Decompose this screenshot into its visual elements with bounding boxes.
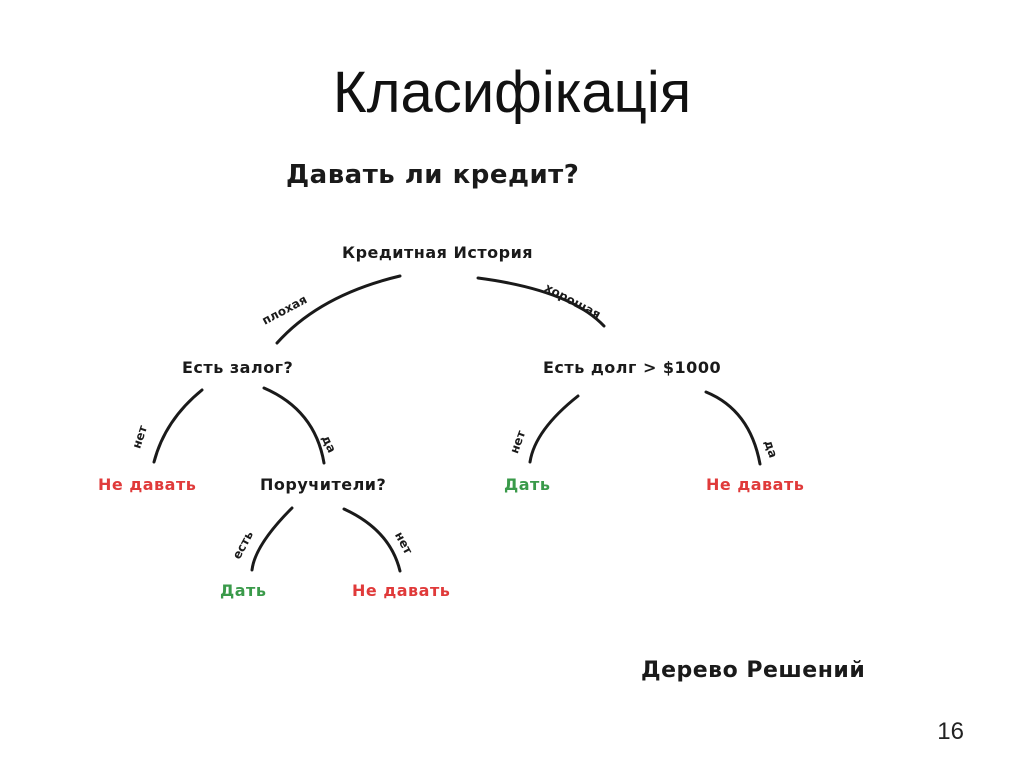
leaf-deny-no-guarantors: Не давать bbox=[352, 581, 451, 600]
node-guarantors: Поручители? bbox=[260, 475, 387, 494]
node-collateral: Есть залог? bbox=[182, 358, 294, 377]
node-debt: Есть долг > $1000 bbox=[543, 358, 722, 377]
edge-guarantors-no bbox=[342, 507, 402, 573]
edge-root-bad bbox=[275, 274, 402, 345]
edge-collateral-yes bbox=[262, 386, 326, 465]
edge-debt-no bbox=[528, 394, 580, 464]
slide-title: Класифікація bbox=[332, 60, 692, 125]
node-credit-history: Кредитная История bbox=[342, 243, 534, 262]
diagram-heading: Давать ли кредит? bbox=[286, 160, 580, 190]
leaf-deny-no-collateral: Не давать bbox=[98, 475, 197, 494]
page-number: 16 bbox=[937, 718, 964, 745]
diagram-caption: Дерево Решений bbox=[641, 658, 866, 683]
leaf-give-no-debt: Дать bbox=[504, 475, 551, 494]
edge-root-good bbox=[476, 276, 606, 328]
leaf-deny-has-debt: Не давать bbox=[706, 475, 805, 494]
edge-collateral-no bbox=[152, 388, 204, 464]
edge-guarantors-yes bbox=[250, 506, 294, 572]
leaf-give-has-guarantors: Дать bbox=[220, 581, 267, 600]
edge-debt-yes bbox=[704, 390, 762, 466]
